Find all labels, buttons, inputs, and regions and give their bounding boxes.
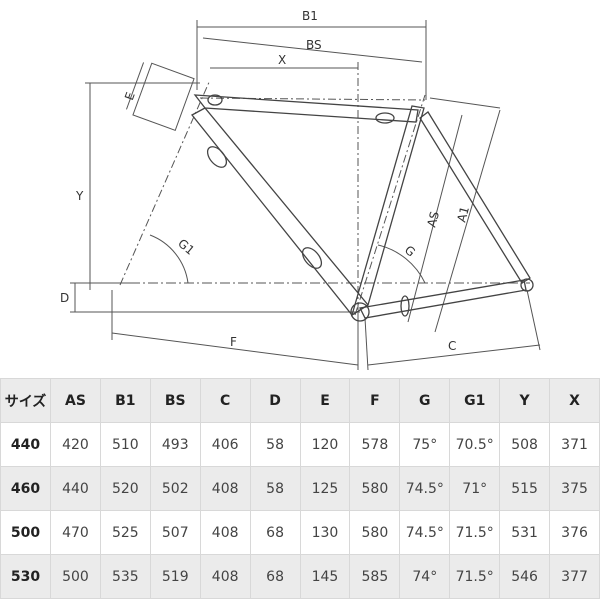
value-cell: 71.5° [449,510,501,555]
header-as: AS [50,378,101,423]
value-cell: 525 [99,510,151,555]
header-size: サイズ [0,378,51,423]
size-cell: 440 [0,422,51,467]
label-a1: A1 [454,205,472,224]
value-cell: 493 [149,422,201,467]
value-cell: 377 [549,554,600,599]
size-cell: 500 [0,510,51,555]
label-as: AS [424,210,442,229]
table-header-row: サイズ AS B1 BS C D E F G G1 Y X [0,378,600,423]
label-b1: B1 [302,9,318,23]
value-cell: 510 [99,422,151,467]
head-tube [125,62,195,131]
value-cell: 74.5° [399,466,451,511]
value-cell: 507 [149,510,201,555]
header-b1: B1 [99,378,151,423]
label-y: Y [75,189,84,203]
value-cell: 408 [199,510,251,555]
value-cell: 68 [249,554,301,599]
value-cell: 519 [149,554,201,599]
a1-dimension-line [434,109,501,333]
value-cell: 375 [549,466,600,511]
value-cell: 75° [399,422,451,467]
g1-angle-arc [149,234,189,284]
label-bs: BS [306,38,322,52]
value-cell: 145 [299,554,351,599]
value-cell: 71° [449,466,501,511]
value-cell: 580 [349,510,401,555]
value-cell: 502 [149,466,201,511]
value-cell: 68 [249,510,301,555]
header-e: E [299,378,351,423]
bike-frame [191,94,534,322]
f-dimension-line [111,332,359,366]
size-cell: 460 [0,466,51,511]
value-cell: 520 [99,466,151,511]
frame-geometry-diagram: B1 BS X E Y D F G1 G AS A1 C [60,9,541,371]
header-c: C [199,378,251,423]
label-f: F [230,335,237,349]
label-c: C [448,339,456,353]
value-cell: 470 [50,510,101,555]
label-d: D [60,291,69,305]
header-x: X [549,378,600,423]
value-cell: 408 [199,466,251,511]
header-g: G [399,378,451,423]
g-angle-arc [377,244,426,284]
header-g1: G1 [449,378,501,423]
value-cell: 546 [499,554,551,599]
value-cell: 58 [249,466,301,511]
header-bs: BS [149,378,201,423]
value-cell: 406 [199,422,251,467]
size-cell: 530 [0,554,51,599]
value-cell: 130 [299,510,351,555]
value-cell: 578 [349,422,401,467]
label-e: E [122,90,138,102]
value-cell: 125 [299,466,351,511]
value-cell: 580 [349,466,401,511]
value-cell: 376 [549,510,600,555]
header-f: F [349,378,401,423]
header-y: Y [499,378,551,423]
value-cell: 70.5° [449,422,501,467]
bs-dimension-line [202,37,423,63]
value-cell: 74.5° [399,510,451,555]
value-cell: 71.5° [449,554,501,599]
value-cell: 515 [499,466,551,511]
value-cell: 58 [249,422,301,467]
as-dimension-line [407,114,463,323]
value-cell: 371 [549,422,600,467]
c-dimension-line [367,344,541,366]
value-cell: 531 [499,510,551,555]
value-cell: 508 [499,422,551,467]
value-cell: 535 [99,554,151,599]
header-d: D [249,378,301,423]
value-cell: 120 [299,422,351,467]
value-cell: 500 [50,554,101,599]
label-g1: G1 [175,236,197,258]
value-cell: 74° [399,554,451,599]
value-cell: 440 [50,466,101,511]
label-x: X [278,53,286,67]
value-cell: 408 [199,554,251,599]
value-cell: 585 [349,554,401,599]
value-cell: 420 [50,422,101,467]
